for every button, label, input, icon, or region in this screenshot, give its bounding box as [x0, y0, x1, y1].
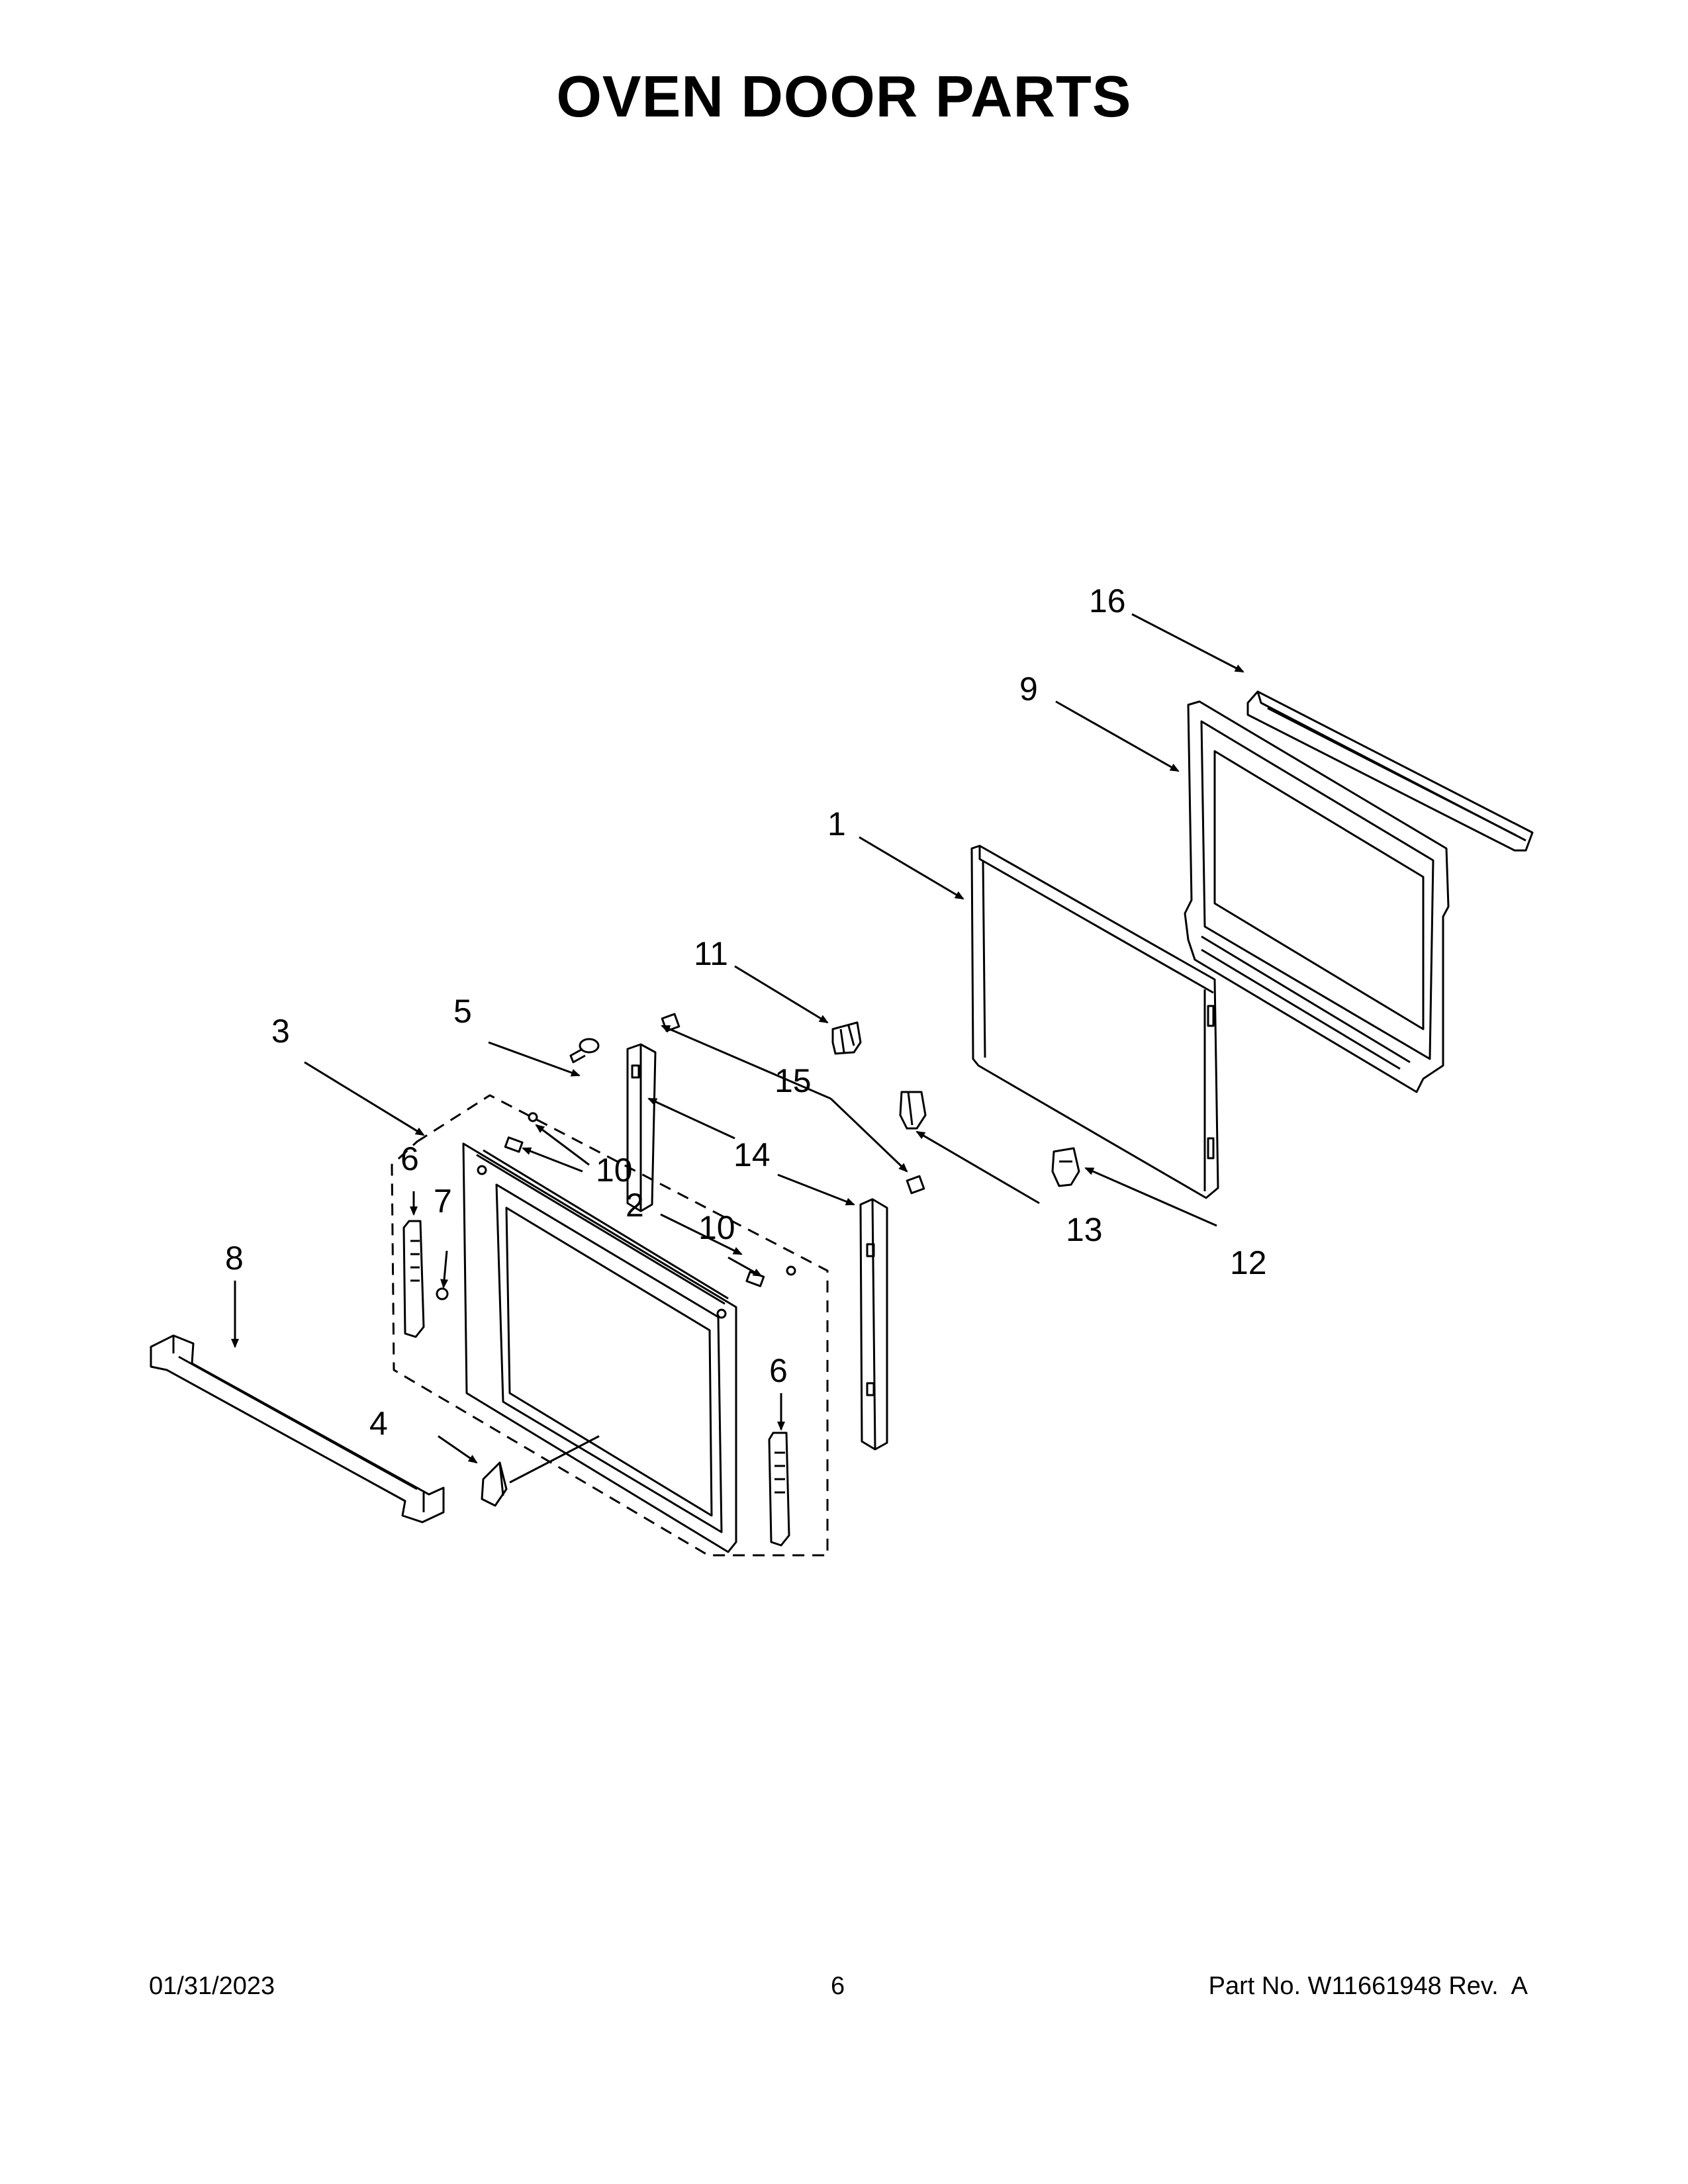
- callout-9: 9: [1019, 670, 1038, 707]
- gasket-15-bottom: [906, 1175, 925, 1195]
- screw-5: [569, 1038, 600, 1064]
- part-number: W11661948: [1307, 1972, 1442, 2000]
- callout-4: 4: [369, 1405, 388, 1442]
- callout-10-left: 10: [596, 1152, 633, 1189]
- callout-15: 15: [774, 1062, 812, 1099]
- outer-door-panel: [462, 1142, 737, 1553]
- bracket-11: [831, 1021, 862, 1055]
- footer-date: 01/31/2023: [149, 1972, 275, 2000]
- footer-page-number: 6: [831, 1972, 845, 2000]
- leader-arrows: [231, 613, 1244, 1464]
- callout-1: 1: [827, 805, 846, 842]
- clip-4: [481, 1461, 508, 1507]
- callout-6-left: 6: [400, 1140, 419, 1177]
- pin-left: [528, 1112, 538, 1122]
- callout-7: 7: [434, 1183, 452, 1220]
- washer-7: [436, 1287, 449, 1300]
- bracket-12: [1051, 1147, 1080, 1187]
- callout-12: 12: [1230, 1244, 1267, 1281]
- callout-11: 11: [694, 935, 728, 972]
- callout-6-right: 6: [769, 1352, 788, 1389]
- top-trim-strip: [1246, 690, 1534, 852]
- callout-5: 5: [453, 993, 472, 1030]
- fastener-10-right: [745, 1271, 765, 1287]
- side-channel-left: [626, 1043, 657, 1212]
- hinge-left: [402, 1220, 425, 1338]
- part-label: Part No.: [1208, 1972, 1301, 2000]
- door-glass-frame: [970, 844, 1219, 1199]
- callout-14: 14: [733, 1136, 771, 1173]
- page-title: OVEN DOOR PARTS: [556, 64, 1132, 129]
- fastener-10-left: [504, 1136, 524, 1153]
- callout-16: 16: [1089, 582, 1126, 619]
- footer-part-number: Part No. W11661948 Rev. A: [1209, 1972, 1528, 2001]
- callout-3: 3: [271, 1013, 290, 1050]
- door-handle: [150, 1334, 445, 1524]
- callout-10-right: 10: [698, 1209, 735, 1246]
- bracket-13: [899, 1091, 927, 1130]
- pin-right: [786, 1265, 796, 1276]
- gasket-15-top: [661, 1013, 680, 1032]
- hinge-right: [768, 1432, 790, 1547]
- callout-2: 2: [626, 1187, 644, 1224]
- callout-13: 13: [1066, 1211, 1103, 1248]
- revision: Rev. A: [1448, 1972, 1528, 2000]
- side-channel-right: [859, 1198, 888, 1451]
- callout-8: 8: [225, 1240, 244, 1277]
- inner-door-panel: [1184, 700, 1450, 1093]
- door-assembly-boundary: [391, 1094, 829, 1557]
